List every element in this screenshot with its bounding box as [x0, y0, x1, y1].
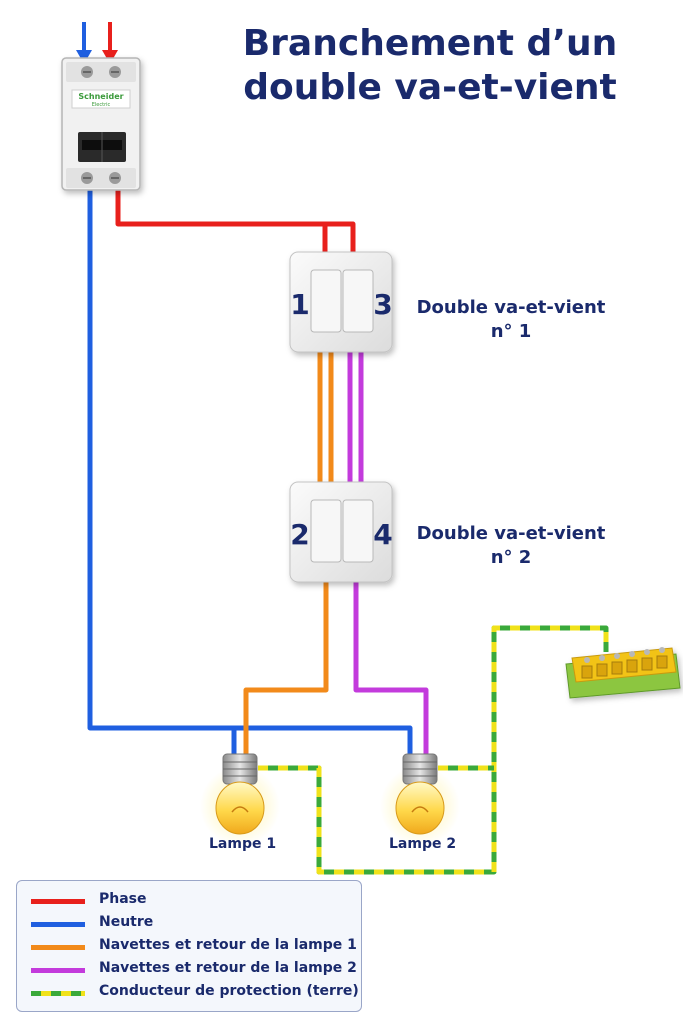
lamp-2-bulb-icon	[380, 753, 460, 846]
legend-swatch-lampe2	[31, 968, 85, 973]
neutral-wire	[87, 188, 237, 754]
legend-swatch-phase	[31, 899, 85, 904]
switch1-label-line1: Double va-et-vient	[416, 297, 606, 318]
lamp-2-label: Lampe 2	[389, 836, 457, 852]
breaker-brand-sub: Electric	[92, 102, 111, 108]
breaker-brand: Schneider	[78, 92, 123, 101]
switch2-right-number: 4	[373, 518, 392, 551]
switch1-left-number: 1	[290, 288, 309, 321]
switch1-right-number: 3	[373, 288, 392, 321]
legend-label-lampe2: Navettes et retour de la lampe 2	[99, 960, 357, 976]
switch2-label-line1: Double va-et-vient	[416, 523, 606, 544]
double-switch-2	[289, 481, 393, 583]
lamp-1-bulb-icon	[200, 753, 280, 846]
phase-wire	[115, 188, 328, 252]
input-arrows	[76, 22, 118, 64]
legend-swatch-neutre	[31, 922, 85, 927]
legend-swatch-terre	[31, 991, 85, 996]
earth-wire	[258, 625, 609, 875]
legend-label-phase: Phase	[99, 891, 147, 907]
legend-label-neutre: Neutre	[99, 914, 154, 930]
diagram-title: Branchement d’un double va-et-vient	[242, 23, 618, 108]
neutral-wire-lamp2	[234, 725, 413, 754]
legend-label-terre: Conducteur de protection (terre)	[99, 983, 359, 999]
lamp-1-label: Lampe 1	[209, 836, 277, 852]
switch1-label: Double va-et-vient n° 1	[396, 296, 626, 344]
lamp2-return-wire	[353, 582, 429, 754]
circuit-breaker: Schneider Electric	[61, 57, 141, 191]
legend: Phase Neutre Navettes et retour de la la…	[16, 880, 362, 1012]
lamp1-return-wire	[243, 582, 329, 754]
phase-wire-2	[325, 221, 356, 252]
switch2-left-number: 2	[290, 518, 309, 551]
switch2-label: Double va-et-vient n° 2	[396, 522, 626, 570]
earth-terminal-bar-icon	[565, 647, 681, 699]
switch1-label-line2: n° 1	[490, 321, 532, 342]
double-switch-1	[289, 251, 393, 353]
legend-label-lampe1: Navettes et retour de la lampe 1	[99, 937, 357, 953]
legend-swatch-lampe1	[31, 945, 85, 950]
switch2-label-line2: n° 2	[490, 547, 532, 568]
